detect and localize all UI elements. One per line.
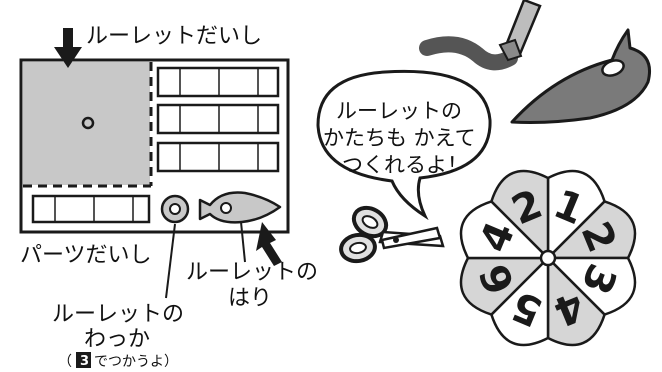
large-needle-icon — [510, 28, 651, 124]
board-center-hole — [81, 116, 95, 130]
roulette-petal — [490, 254, 550, 347]
pencil-icon — [419, 0, 542, 71]
roulette-petal — [459, 200, 552, 260]
spinner-board-label: ルーレットだいし — [86, 24, 262, 49]
step-badge-number: 3 — [80, 354, 89, 369]
needle-leader-line — [240, 221, 246, 263]
roulette-petal — [546, 169, 606, 262]
needle-label-line2: はり — [228, 286, 272, 311]
roulette-board-area — [23, 62, 150, 185]
needle-label-line1: ルーレットの — [186, 260, 318, 285]
bubble-line3: つくれるよ！ — [342, 153, 468, 177]
ring-label-line2: わっか — [84, 327, 150, 352]
spinner-ring-icon — [160, 194, 190, 224]
ring-note-paren: （ — [58, 354, 72, 370]
spinner-needle-icon — [198, 191, 282, 224]
roulette-petal — [544, 256, 637, 316]
roulette-petal — [490, 169, 550, 262]
roulette-petal — [546, 254, 606, 347]
up-arrow-icon — [256, 222, 282, 266]
speech-bubble: ルーレットの かたちも かえて つくれるよ！ — [316, 69, 492, 221]
down-arrow-icon — [54, 28, 82, 68]
scissors-icon — [339, 205, 445, 264]
roulette-petal — [459, 256, 552, 316]
parts-board-label: パーツだいし — [20, 243, 152, 268]
step-badge — [76, 352, 91, 368]
roulette-center-hole — [539, 249, 557, 267]
ring-note-text: でつかうよ） — [94, 354, 178, 370]
bubble-line2: かたちも かえて — [323, 126, 476, 150]
ring-label-line1: ルーレットの — [52, 302, 184, 327]
label-strips — [156, 66, 280, 173]
parts-sheet — [19, 58, 290, 234]
ring-note: （ 3 でつかうよ） — [58, 352, 178, 370]
roulette-petal — [544, 200, 637, 260]
ring-leader-line — [165, 223, 176, 299]
bubble-line1: ルーレットの — [336, 99, 462, 123]
